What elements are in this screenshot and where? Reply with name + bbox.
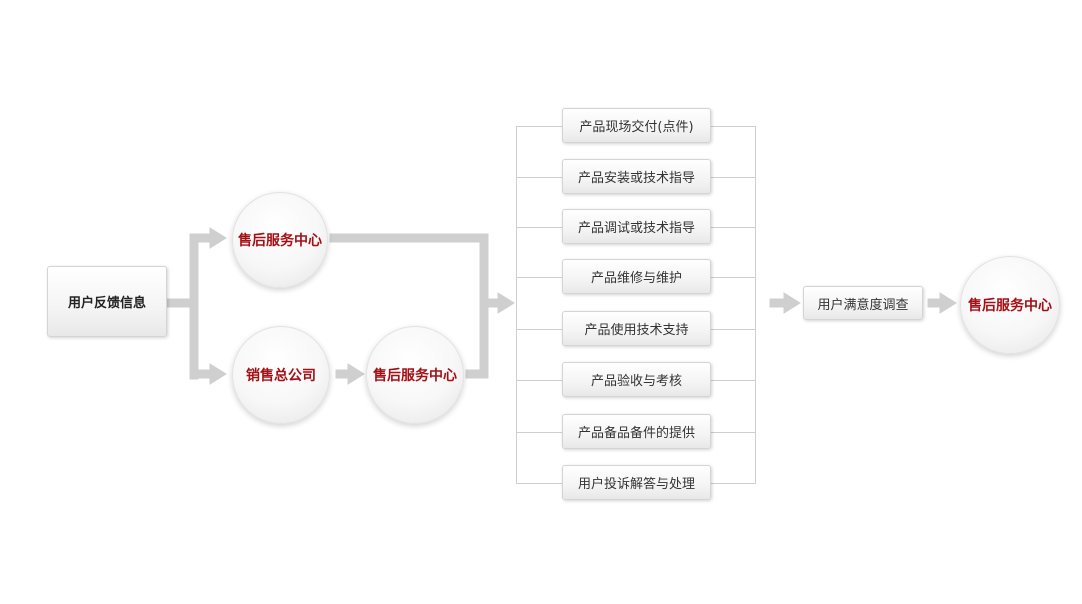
- service-item: 产品调试或技术指导: [562, 209, 711, 244]
- connector-left-trunk: [189, 236, 199, 380]
- sales-head-office-node: 销售总公司: [232, 326, 330, 424]
- service-item: 产品安装或技术指导: [562, 159, 711, 194]
- service-item: 产品现场交付(点件): [562, 108, 711, 143]
- connector-bottom-branch: [189, 369, 213, 379]
- arrowhead-middle-link: [347, 363, 365, 385]
- arrowhead-into-list: [497, 292, 515, 314]
- service-item: 产品备品备件的提供: [562, 414, 711, 449]
- arrowhead-top-branch: [209, 227, 227, 249]
- connector-top-circle-out: [329, 233, 489, 243]
- arrowhead-survey-to-final: [939, 292, 957, 314]
- service-item: 用户投诉解答与处理: [562, 465, 711, 500]
- service-item: 产品维修与维护: [562, 259, 711, 294]
- arrowhead-bottom-branch: [209, 363, 227, 385]
- connector-top-branch: [189, 233, 213, 243]
- arrowhead-list-to-survey: [783, 292, 801, 314]
- satisfaction-survey-node: 用户满意度调查: [803, 286, 923, 320]
- service-center-final-node: 售后服务中心: [960, 256, 1060, 354]
- user-feedback-node: 用户反馈信息: [47, 266, 167, 337]
- service-item: 产品使用技术支持: [562, 311, 711, 346]
- service-item: 产品验收与考核: [562, 362, 711, 397]
- service-center-bottom-node: 售后服务中心: [366, 326, 464, 424]
- service-center-top-node: 售后服务中心: [232, 192, 328, 288]
- list-bracket-ticks: [516, 126, 756, 484]
